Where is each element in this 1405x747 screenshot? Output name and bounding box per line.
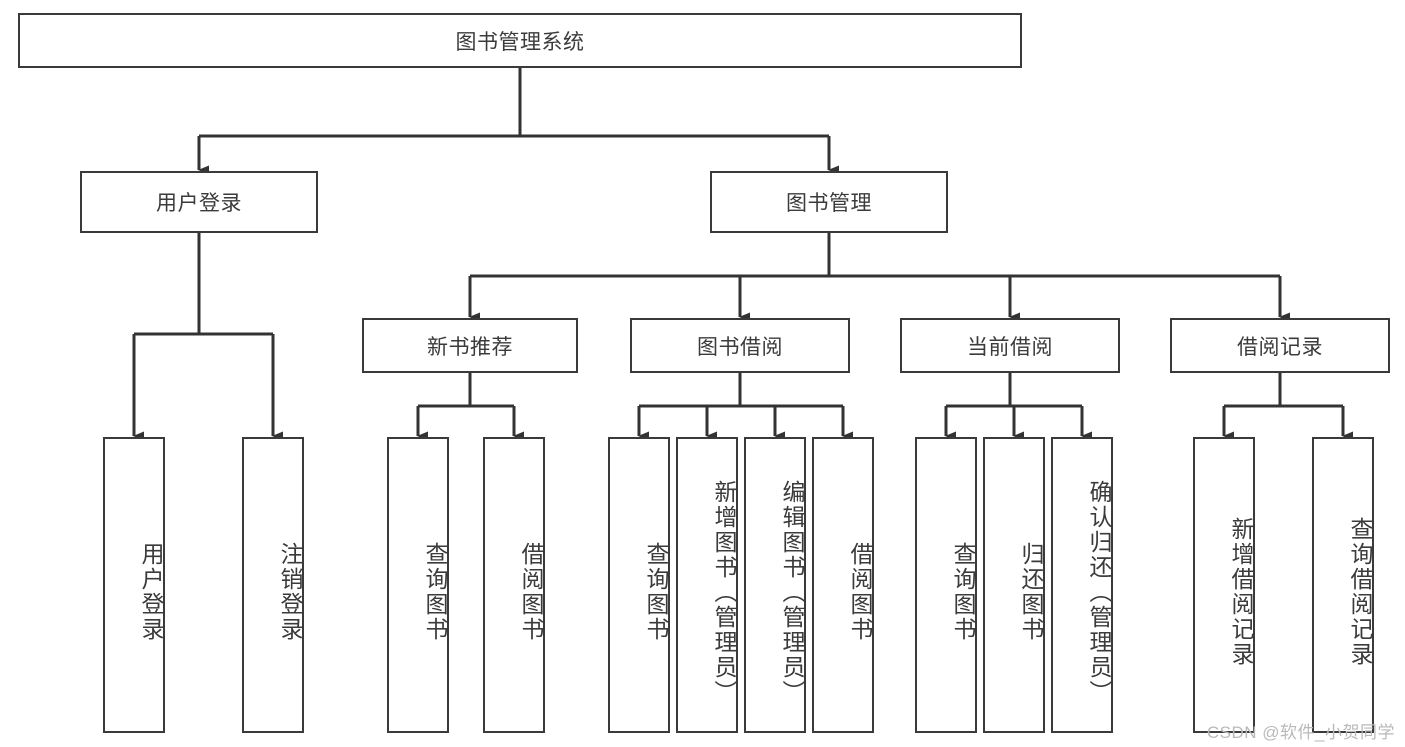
leaf-add-book-label: 新增图书（管理员）	[711, 479, 737, 705]
leaf-borrow-book-2-label: 借阅图书	[847, 542, 873, 642]
node-book-borrow[interactable]: 图书借阅	[630, 318, 850, 373]
node-new-book-rec-label: 新书推荐	[427, 335, 513, 359]
leaf-return-book[interactable]: 归还图书	[983, 437, 1045, 733]
node-book-borrow-label: 图书借阅	[697, 335, 783, 359]
leaf-confirm-return-label: 确认归还（管理员）	[1086, 479, 1112, 705]
leaf-edit-book-label: 编辑图书（管理员）	[779, 479, 805, 705]
leaf-user-login[interactable]: 用户登录	[103, 437, 165, 733]
leaf-query-book-1[interactable]: 查询图书	[387, 437, 449, 733]
node-user-login-label: 用户登录	[156, 192, 242, 215]
leaf-add-book[interactable]: 新增图书（管理员）	[676, 437, 738, 733]
node-borrow-record[interactable]: 借阅记录	[1170, 318, 1390, 373]
node-new-book-rec[interactable]: 新书推荐	[362, 318, 578, 373]
node-user-login[interactable]: 用户登录	[80, 171, 318, 233]
leaf-query-book-2-label: 查询图书	[643, 542, 669, 642]
leaf-query-record[interactable]: 查询借阅记录	[1312, 437, 1374, 733]
node-current-borrow-label: 当前借阅	[967, 335, 1053, 359]
leaf-return-book-label: 归还图书	[1018, 542, 1044, 642]
node-current-borrow[interactable]: 当前借阅	[900, 318, 1120, 373]
leaf-user-logout-label: 注销登录	[277, 542, 303, 642]
leaf-query-record-label: 查询借阅记录	[1347, 517, 1373, 667]
leaf-borrow-book-1[interactable]: 借阅图书	[483, 437, 545, 733]
leaf-query-book-2[interactable]: 查询图书	[608, 437, 670, 733]
node-borrow-record-label: 借阅记录	[1237, 335, 1323, 359]
leaf-borrow-book-1-label: 借阅图书	[518, 542, 544, 642]
leaf-confirm-return[interactable]: 确认归还（管理员）	[1051, 437, 1113, 733]
leaf-user-logout[interactable]: 注销登录	[242, 437, 304, 733]
node-book-manage-label: 图书管理	[786, 192, 872, 215]
watermark-text: CSDN @软件_小贺同学	[1206, 723, 1395, 742]
leaf-query-book-1-label: 查询图书	[422, 542, 448, 642]
leaf-add-record-label: 新增借阅记录	[1228, 517, 1254, 667]
leaf-borrow-book-2[interactable]: 借阅图书	[812, 437, 874, 733]
leaf-add-record[interactable]: 新增借阅记录	[1193, 437, 1255, 733]
leaf-query-book-3-label: 查询图书	[950, 542, 976, 642]
leaf-query-book-3[interactable]: 查询图书	[915, 437, 977, 733]
leaf-user-login-label: 用户登录	[138, 542, 164, 642]
node-book-manage[interactable]: 图书管理	[710, 171, 948, 233]
leaf-edit-book[interactable]: 编辑图书（管理员）	[744, 437, 806, 733]
node-root[interactable]: 图书管理系统	[18, 13, 1022, 68]
node-root-label: 图书管理系统	[455, 30, 585, 54]
